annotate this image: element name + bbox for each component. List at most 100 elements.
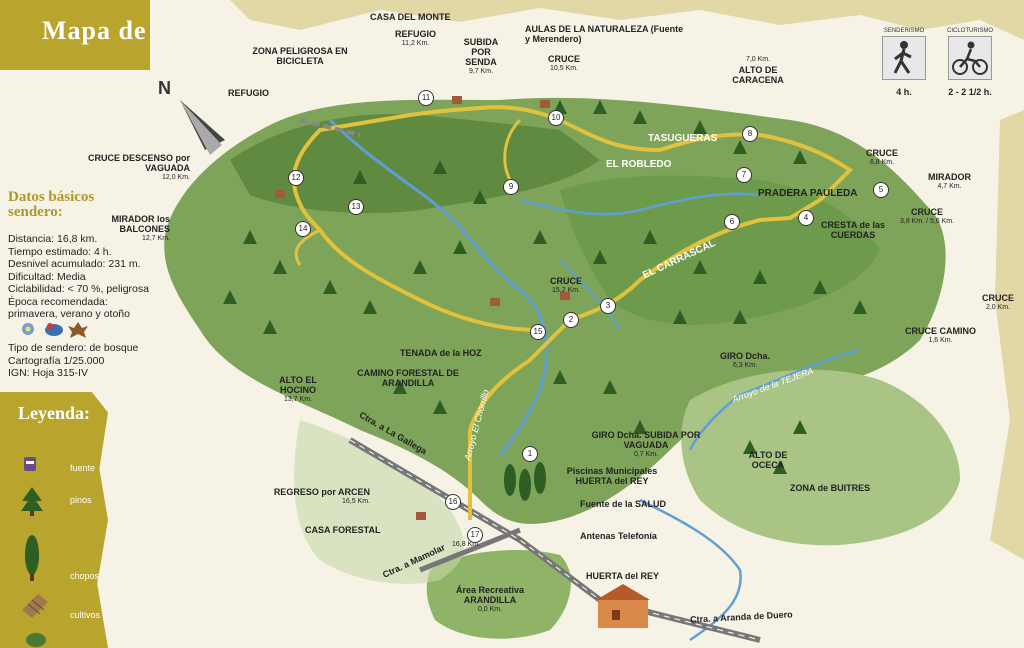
legend-item-fuente: fuente	[20, 455, 110, 485]
trail-route	[291, 105, 854, 520]
stop-marker: 1	[522, 446, 538, 462]
forest-arandilla	[426, 550, 571, 639]
legend-label: chopos	[70, 571, 100, 581]
river-tejera	[688, 348, 861, 451]
poplar-tree	[504, 464, 516, 496]
pine-tree	[773, 460, 787, 474]
pine-tree	[853, 300, 867, 314]
pine-tree	[793, 150, 807, 164]
pine-tree	[323, 280, 337, 294]
crops-icon	[22, 594, 48, 618]
leaf-icon	[68, 322, 88, 338]
pine-trees	[223, 100, 867, 474]
label-casa-del-monte: CASA DEL MONTE	[370, 12, 451, 22]
activity-cycling: CICLOTURISMO 2 - 2 1/2 h.	[944, 28, 996, 98]
label-aulas: AULAS DE LA NATURALEZA (Fuente y Merende…	[525, 24, 684, 44]
pine-tree	[593, 100, 607, 114]
datos-extra-line: IGN: Hoja 315-IV	[8, 367, 88, 379]
cyclist-icon	[948, 36, 992, 80]
stop-marker: 7	[736, 167, 752, 183]
leaf-icon	[26, 633, 46, 647]
poplar-tree	[519, 469, 531, 501]
activity-title: CICLOTURISMO	[946, 28, 993, 34]
road-center-line	[349, 439, 761, 641]
stop-marker: 11	[418, 90, 434, 106]
pine-tree	[693, 260, 707, 274]
pine-tree	[353, 170, 367, 184]
stop-marker: 10	[548, 110, 564, 126]
legend-item-pinos: pinos	[20, 487, 110, 517]
pine-tree	[693, 120, 707, 134]
stop-marker: 3	[600, 298, 616, 314]
pine-tree	[413, 260, 427, 274]
datos-line: Época recomendada:	[8, 295, 108, 308]
label-km168: 16,8 Km.	[452, 541, 481, 548]
stop-marker: 6	[724, 214, 740, 230]
pine-tree	[473, 190, 487, 204]
valley-light	[294, 420, 464, 584]
pine-tree	[393, 380, 407, 394]
pine-tree	[533, 230, 547, 244]
pine-tree	[743, 440, 757, 454]
compass-needle-light	[180, 100, 222, 155]
stop-marker: 9	[503, 179, 519, 195]
trail-vaguada	[503, 118, 522, 181]
legend-title: Leyenda:	[18, 403, 90, 423]
pine-tree	[603, 380, 617, 394]
datos-extra: Tipo de sendero: de bosque Cartografía 1…	[8, 342, 138, 380]
house-icon	[560, 292, 570, 300]
datos-line: Ciclabilidad: < 70 %, peligrosa	[8, 283, 149, 295]
label-fuente-salud: Fuente de la SALUD	[580, 499, 667, 509]
pine-tree	[793, 420, 807, 434]
forest-oceca	[681, 369, 960, 546]
stop-marker: 17	[467, 527, 483, 543]
flower-icon	[22, 323, 34, 335]
label-pradera-pauleda: PRADERA PAULEDA	[758, 188, 858, 199]
stop-marker: 15	[530, 324, 546, 340]
label-cresta-cuerdas: CRESTA de las CUERDAS	[820, 220, 885, 240]
pine-tree	[243, 230, 257, 244]
datos-line: Desnivel acumulado: 231 m.	[8, 258, 141, 270]
datos-line: Dificultad: Media	[8, 270, 86, 283]
poplar-trees	[504, 462, 546, 501]
label-antenas: Antenas Telefonía	[580, 531, 657, 541]
label-alto-oceca: ALTO DE OCECA	[748, 450, 788, 470]
legend-label: fuente	[70, 463, 96, 473]
pine-tree	[223, 290, 237, 304]
label-tenada-hoz: TENADA de la HOZ	[400, 348, 482, 358]
right-border-band	[990, 110, 1024, 560]
pine-tree	[753, 270, 767, 284]
activity-time: 2 - 2 1/2 h.	[948, 87, 992, 97]
label-giro-63: GIRO Dcha.6,3 Km.	[720, 351, 771, 369]
activity-time: 4 h.	[896, 87, 912, 97]
label-el-robledo: EL ROBLEDO	[606, 159, 672, 170]
datos-extra-line: Tipo de sendero: de bosque	[8, 342, 139, 354]
label-alto-caracena: 7,0 Km.ALTO DE CARACENA	[732, 56, 784, 85]
road-mamolar	[419, 527, 521, 573]
north-label: N	[158, 78, 171, 98]
river-lower	[639, 498, 742, 642]
activity-hiking: SENDERISMO 4 h.	[878, 28, 930, 98]
river-robledo	[519, 192, 761, 216]
stop-marker: 12	[288, 170, 304, 186]
fountain-icon	[24, 457, 36, 471]
poplar-icon	[25, 535, 39, 581]
stop-marker: 16	[445, 494, 461, 510]
stop-marker: 2	[563, 312, 579, 328]
datos-title: Datos básicos sendero:	[8, 189, 95, 220]
top-border-band	[230, 0, 1024, 40]
trail-balcones	[294, 228, 321, 266]
hiker-icon	[882, 36, 926, 80]
pine-tree	[733, 140, 747, 154]
datos-line: Tiempo estimado: 4 h.	[8, 245, 112, 258]
label-refugio-left: REFUGIO	[228, 88, 270, 98]
legend-label: cultivos	[70, 610, 101, 620]
